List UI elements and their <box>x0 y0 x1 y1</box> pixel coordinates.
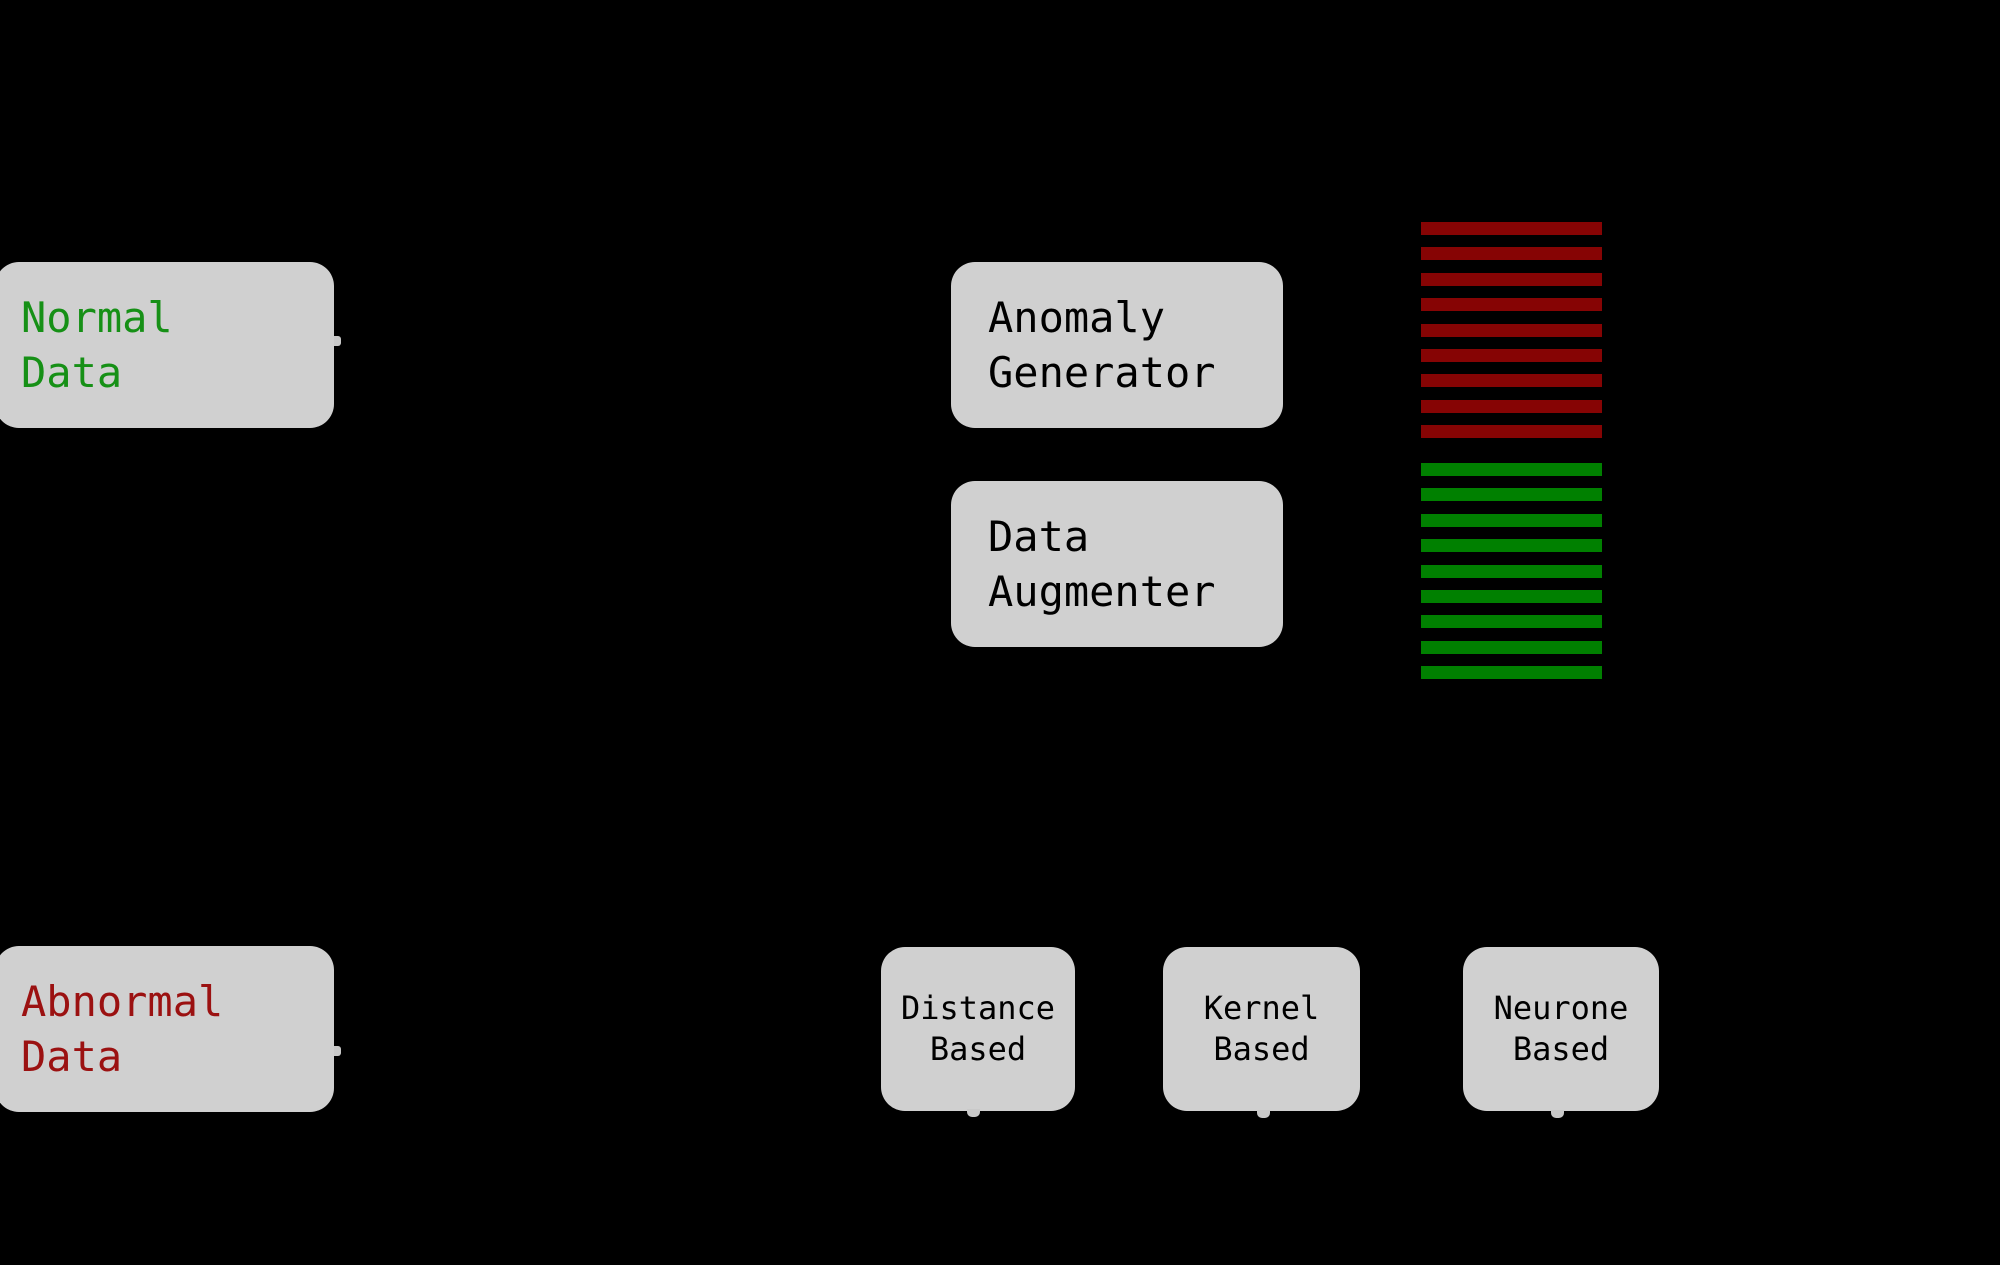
abnormal-data-label-line1: Abnormal <box>21 977 224 1026</box>
distance-based-label-line2: Based <box>929 1030 1027 1068</box>
abnormal-data-row-4 <box>1421 298 1602 312</box>
normal-data-row-6 <box>1421 589 1602 603</box>
abnormal-data-row-9 <box>1421 425 1602 439</box>
abnormal-data-box: Abnormal Data <box>0 946 334 1112</box>
arrow-stub-kernel-based <box>1257 1110 1270 1118</box>
abnormal-data-row-5 <box>1421 323 1602 337</box>
neurone-based-label-line2: Based <box>1512 1030 1610 1068</box>
data-augmenter-box: Data Augmenter <box>951 481 1283 647</box>
normal-data-box: Normal Data <box>0 262 334 428</box>
abnormal-data-row-2 <box>1421 247 1602 261</box>
neurone-based-label-line1: Neurone <box>1493 989 1629 1027</box>
abnormal-data-row-3 <box>1421 272 1602 286</box>
abnormal-data-label-line2: Data <box>21 1032 123 1081</box>
anomaly-generator-box: Anomaly Generator <box>951 262 1283 428</box>
arrow-stub-normal-data <box>334 336 341 346</box>
normal-data-row-3 <box>1421 513 1602 527</box>
kernel-based-box: Kernel Based <box>1163 947 1360 1111</box>
normal-data-row-7 <box>1421 615 1602 629</box>
distance-based-label-line1: Distance <box>900 989 1056 1027</box>
normal-data-row-5 <box>1421 564 1602 578</box>
data-augmenter-label-line1: Data <box>988 512 1090 561</box>
normal-data-row-1 <box>1421 463 1602 476</box>
abnormal-data-row-6 <box>1421 348 1602 362</box>
data-augmenter-label-line2: Augmenter <box>988 567 1216 616</box>
normal-data-row-4 <box>1421 539 1602 553</box>
arrow-stub-neurone-based <box>1551 1110 1564 1118</box>
abnormal-data-row-8 <box>1421 399 1602 413</box>
normal-data-label-line1: Normal <box>21 293 173 342</box>
arrow-stub-distance-based <box>967 1109 980 1117</box>
kernel-based-label-line1: Kernel <box>1203 989 1320 1027</box>
neurone-based-box: Neurone Based <box>1463 947 1659 1111</box>
normal-data-row-8 <box>1421 640 1602 654</box>
distance-based-box: Distance Based <box>881 947 1075 1111</box>
arrow-stub-abnormal-data <box>334 1046 341 1056</box>
kernel-based-label-line2: Based <box>1213 1030 1310 1068</box>
normal-data-label-line2: Data <box>21 348 123 397</box>
normal-data-row-9 <box>1421 666 1602 680</box>
abnormal-data-row-7 <box>1421 374 1602 388</box>
normal-data-stripe-stack <box>1421 463 1602 680</box>
normal-data-row-2 <box>1421 488 1602 502</box>
anomaly-generator-label-line2: Generator <box>988 348 1216 397</box>
anomaly-generator-label-line1: Anomaly <box>988 293 1166 342</box>
abnormal-data-stripe-stack <box>1421 222 1602 439</box>
abnormal-data-row-1 <box>1421 222 1602 235</box>
